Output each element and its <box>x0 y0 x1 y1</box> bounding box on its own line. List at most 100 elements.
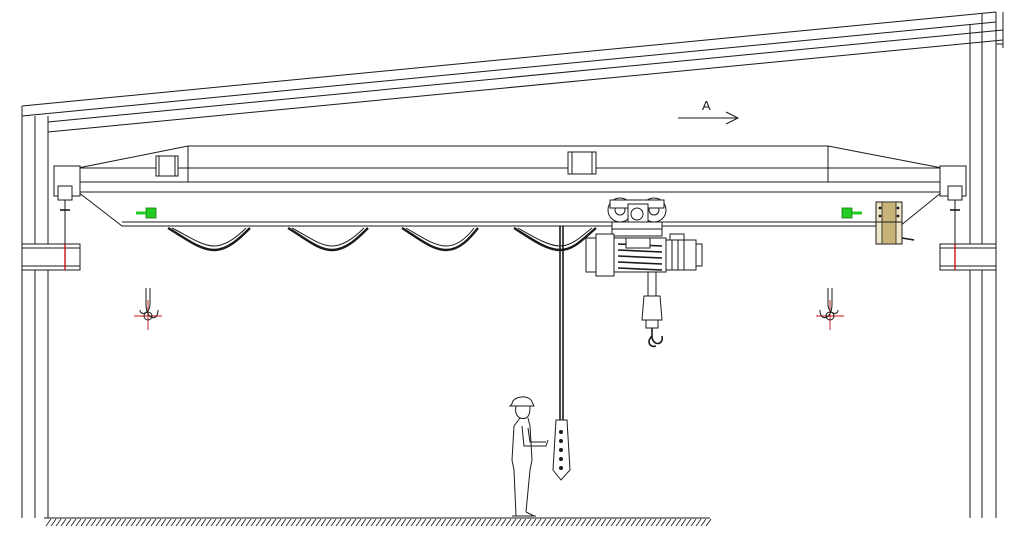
ground-hatch-line <box>545 518 552 527</box>
ground-hatch-line <box>135 518 142 527</box>
ground-hatch-line <box>180 518 187 527</box>
ground-hatch-line <box>475 518 482 527</box>
roof-truss <box>21 11 1004 133</box>
ground-hatch-line <box>660 518 667 527</box>
ground-hatch-line <box>655 518 662 527</box>
ground-hatch-line <box>225 518 232 527</box>
ground-hatch-line <box>580 518 587 527</box>
ground-hatch-line <box>690 518 697 527</box>
ground-hatch-line <box>395 518 402 527</box>
ground-hatch-line <box>75 518 82 527</box>
ground-hatch-line <box>485 518 492 527</box>
ground-hatch-line <box>570 518 577 527</box>
ground-hatch-line <box>70 518 77 527</box>
ground-hatch-line <box>130 518 137 527</box>
ground-hatch-line <box>445 518 452 527</box>
ground-hatch-line <box>370 518 377 527</box>
bumper-right <box>841 207 862 219</box>
ground-hatch-line <box>250 518 257 527</box>
ground-hatch-line <box>400 518 407 527</box>
ground-hatch-line <box>385 518 392 527</box>
ground-hatch-line <box>525 518 532 527</box>
ground-hatch-line <box>425 518 432 527</box>
ground-hatch-line <box>515 518 522 527</box>
ground-hatch-line <box>440 518 447 527</box>
ground-hatch-line <box>390 518 397 527</box>
festoon-cable <box>167 226 597 252</box>
ground-hatch-line <box>635 518 642 527</box>
ground-hatch-line <box>340 518 347 527</box>
ground-hatch-line <box>535 518 542 527</box>
ground-hatch-line <box>255 518 262 527</box>
ground-hatch-line <box>450 518 457 527</box>
direction-label: A <box>702 98 711 113</box>
ground-hatch-line <box>60 518 67 527</box>
ground-hatch-line <box>610 518 617 527</box>
ground-hatch-line <box>305 518 312 527</box>
ground-hatch-line <box>520 518 527 527</box>
ground-hatch-line <box>110 518 117 527</box>
ground-hatch-line <box>695 518 702 527</box>
ground-hatch-line <box>55 518 62 527</box>
ground-hatch-line <box>160 518 167 527</box>
ground-hatch-line <box>220 518 227 527</box>
ground-hatch-line <box>540 518 547 527</box>
ground-hatch-line <box>105 518 112 527</box>
crane-main-girder <box>77 145 943 227</box>
ground-hatch-line <box>435 518 442 527</box>
ground-hatch-line <box>50 518 57 527</box>
ground-hatch-line <box>200 518 207 527</box>
ground-hatch-line <box>215 518 222 527</box>
ground-hatch-line <box>430 518 437 527</box>
ground-hatch-line <box>670 518 677 527</box>
ground-hatch-line <box>235 518 242 527</box>
end-carriage-left <box>53 165 81 244</box>
ground-hatch-line <box>600 518 607 527</box>
ground-hatch-line <box>290 518 297 527</box>
ground-hatch-line <box>325 518 332 527</box>
ground-hatch-line <box>330 518 337 527</box>
ground-hatch-line <box>575 518 582 527</box>
ground-hatch-line <box>195 518 202 527</box>
ground-hatch-line <box>460 518 467 527</box>
ground-hatch-line <box>705 518 712 527</box>
building-frame <box>21 12 1004 518</box>
ground-hatch-line <box>335 518 342 527</box>
ground-hatch-line <box>145 518 152 527</box>
ground-hatch-line <box>455 518 462 527</box>
runway-beam-right <box>939 243 997 271</box>
ground-hatch-line <box>90 518 97 527</box>
hook-approach-left <box>134 288 162 330</box>
ground-hatch-line <box>240 518 247 527</box>
operator <box>508 396 549 517</box>
ground-hatch-line <box>530 518 537 527</box>
ground-hatch-line <box>165 518 172 527</box>
ground-hatch-line <box>155 518 162 527</box>
ground-hatch-line <box>285 518 292 527</box>
runway-beam-left <box>21 243 81 271</box>
ground-hatch-line <box>115 518 122 527</box>
ground-hatch-line <box>125 518 132 527</box>
ground-hatch-line <box>345 518 352 527</box>
ground-hatch-line <box>190 518 197 527</box>
ground-hatch-line <box>665 518 672 527</box>
ground-hatch-line <box>65 518 72 527</box>
ground-hatch-line <box>210 518 217 527</box>
ground-hatch-line <box>560 518 567 527</box>
ground-hatch-line <box>555 518 562 527</box>
ground-hatch-line <box>260 518 267 527</box>
ground-hatch-line <box>565 518 572 527</box>
ground-hatch-line <box>360 518 367 527</box>
ground-hatch-line <box>490 518 497 527</box>
ground-hatch-line <box>415 518 422 527</box>
ground-hatch-line <box>265 518 272 527</box>
ground-hatch-line <box>355 518 362 527</box>
ground-hatch-line <box>85 518 92 527</box>
ground-hatch-line <box>365 518 372 527</box>
ground-hatch-line <box>205 518 212 527</box>
ground-hatch-line <box>500 518 507 527</box>
ground-hatch-line <box>80 518 87 527</box>
ground <box>44 517 712 527</box>
